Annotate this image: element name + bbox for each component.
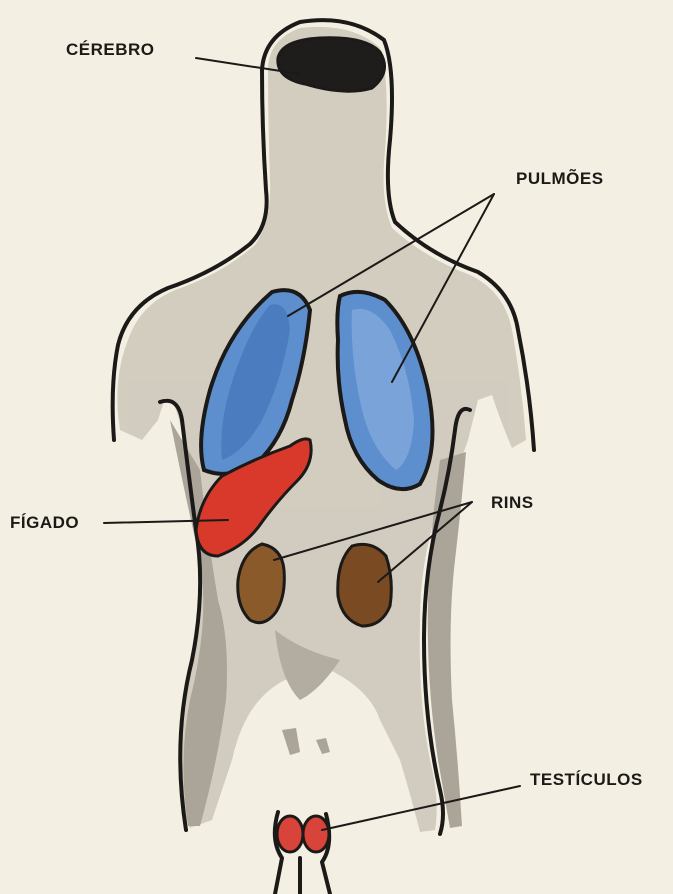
label-testiculos: TESTÍCULOS xyxy=(530,770,643,790)
left-testicle-organ xyxy=(277,816,303,852)
body-shading xyxy=(117,27,526,832)
label-pulmoes: PULMÕES xyxy=(516,169,604,189)
label-figado: FÍGADO xyxy=(10,513,79,533)
label-rins: RINS xyxy=(491,493,534,513)
right-testicle-organ xyxy=(303,816,329,852)
label-cerebro: CÉREBRO xyxy=(66,40,155,60)
right-kidney-organ xyxy=(338,544,392,626)
